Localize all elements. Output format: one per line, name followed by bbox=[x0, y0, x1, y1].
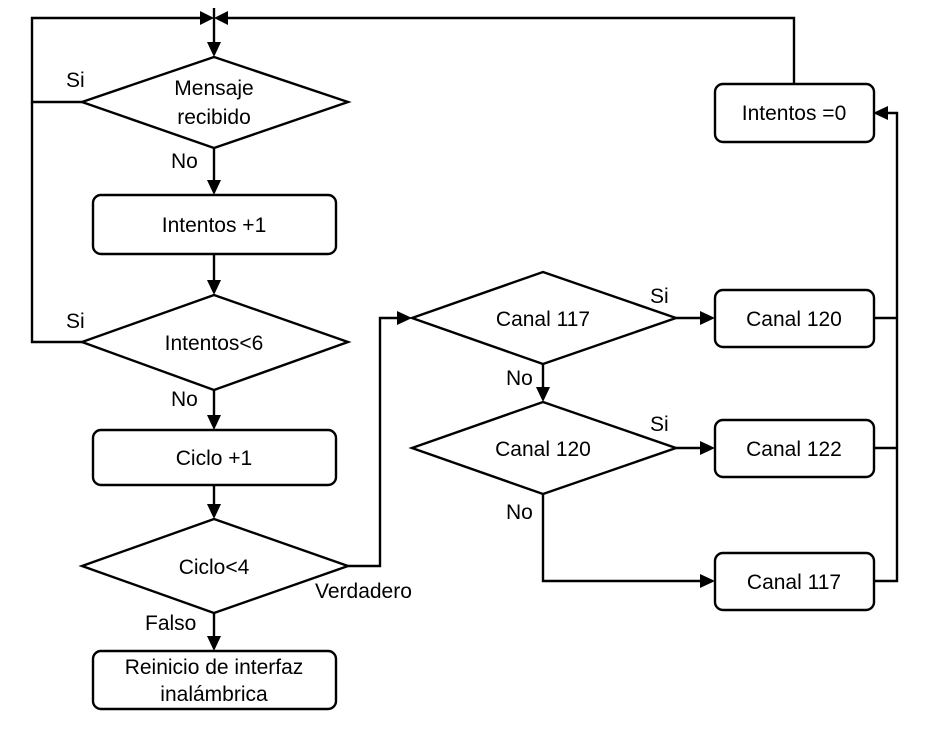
node-text: Canal 120 bbox=[495, 438, 591, 461]
edge-label-si: Si bbox=[66, 310, 85, 333]
arrowhead bbox=[207, 180, 221, 195]
arrowhead bbox=[536, 387, 550, 402]
process-canal117: Canal 117 bbox=[713, 551, 876, 612]
edge-label-si: Si bbox=[650, 413, 669, 436]
process-canal122: Canal 122 bbox=[713, 418, 876, 479]
decision-canal117: Canal 117 bbox=[408, 270, 680, 366]
node-text: Ciclo +1 bbox=[176, 447, 252, 470]
decision-mensaje: Mensaje recibido bbox=[78, 55, 352, 150]
decision-ciclo: Ciclo<4 bbox=[78, 517, 352, 615]
process-intentos-zero: Intentos =0 bbox=[713, 82, 876, 144]
arrowhead bbox=[207, 42, 221, 57]
node-text: Intentos +1 bbox=[162, 214, 267, 237]
node-text: inalámbrica bbox=[160, 683, 268, 706]
decision-intentos: Intentos<6 bbox=[78, 293, 352, 392]
decision-canal120: Canal 120 bbox=[408, 400, 680, 496]
edge-label-no: No bbox=[506, 367, 533, 390]
node-text: Mensaje bbox=[174, 77, 253, 100]
node-text: Ciclo<4 bbox=[179, 556, 250, 579]
node-text: recibido bbox=[177, 106, 251, 129]
node-text: Canal 120 bbox=[746, 308, 842, 331]
arrowhead bbox=[207, 415, 221, 430]
edge-label-no: No bbox=[506, 501, 533, 524]
arrowhead bbox=[207, 636, 221, 651]
connector-zero-return bbox=[228, 16, 796, 84]
process-ciclo-inc: Ciclo +1 bbox=[91, 428, 338, 487]
edge-label-falso: Falso bbox=[145, 612, 196, 635]
edge-label-si: Si bbox=[66, 69, 85, 92]
process-canal120: Canal 120 bbox=[713, 288, 876, 349]
node-text: Reinicio de interfaz bbox=[125, 656, 304, 679]
arrowhead bbox=[700, 441, 715, 455]
connector-mensaje-si bbox=[30, 16, 200, 104]
arrowhead bbox=[700, 311, 715, 325]
edge-label-verdadero: Verdadero bbox=[315, 580, 412, 603]
arrowhead bbox=[207, 504, 221, 519]
arrowheads bbox=[200, 11, 888, 651]
edge-label-no: No bbox=[171, 388, 198, 411]
connector-canal117-box-out bbox=[874, 111, 899, 583]
arrowhead bbox=[700, 574, 715, 588]
process-intentos-inc: Intentos +1 bbox=[91, 193, 338, 256]
connectors bbox=[30, 8, 899, 638]
node-text: Canal 117 bbox=[496, 308, 590, 331]
edge-label-si: Si bbox=[650, 285, 669, 308]
process-reinicio: Reinicio de interfaz inalámbrica bbox=[91, 649, 338, 711]
arrowhead bbox=[214, 11, 228, 25]
edge-labels: Si No Si No Verdadero Falso Si No Si No bbox=[66, 69, 669, 635]
connector-intentos-si bbox=[30, 102, 88, 344]
arrowhead bbox=[207, 280, 221, 295]
node-text: Canal 122 bbox=[746, 438, 842, 461]
node-text: Intentos =0 bbox=[742, 102, 847, 125]
node-text: Intentos<6 bbox=[165, 332, 264, 355]
node-text: Canal 117 bbox=[747, 571, 841, 594]
arrowhead bbox=[873, 106, 888, 120]
connector-canal120-no bbox=[541, 494, 700, 583]
connector-ciclo-verdadero bbox=[348, 316, 398, 568]
arrowhead bbox=[397, 311, 412, 325]
edge-label-no: No bbox=[171, 150, 198, 173]
arrowhead bbox=[200, 11, 214, 25]
